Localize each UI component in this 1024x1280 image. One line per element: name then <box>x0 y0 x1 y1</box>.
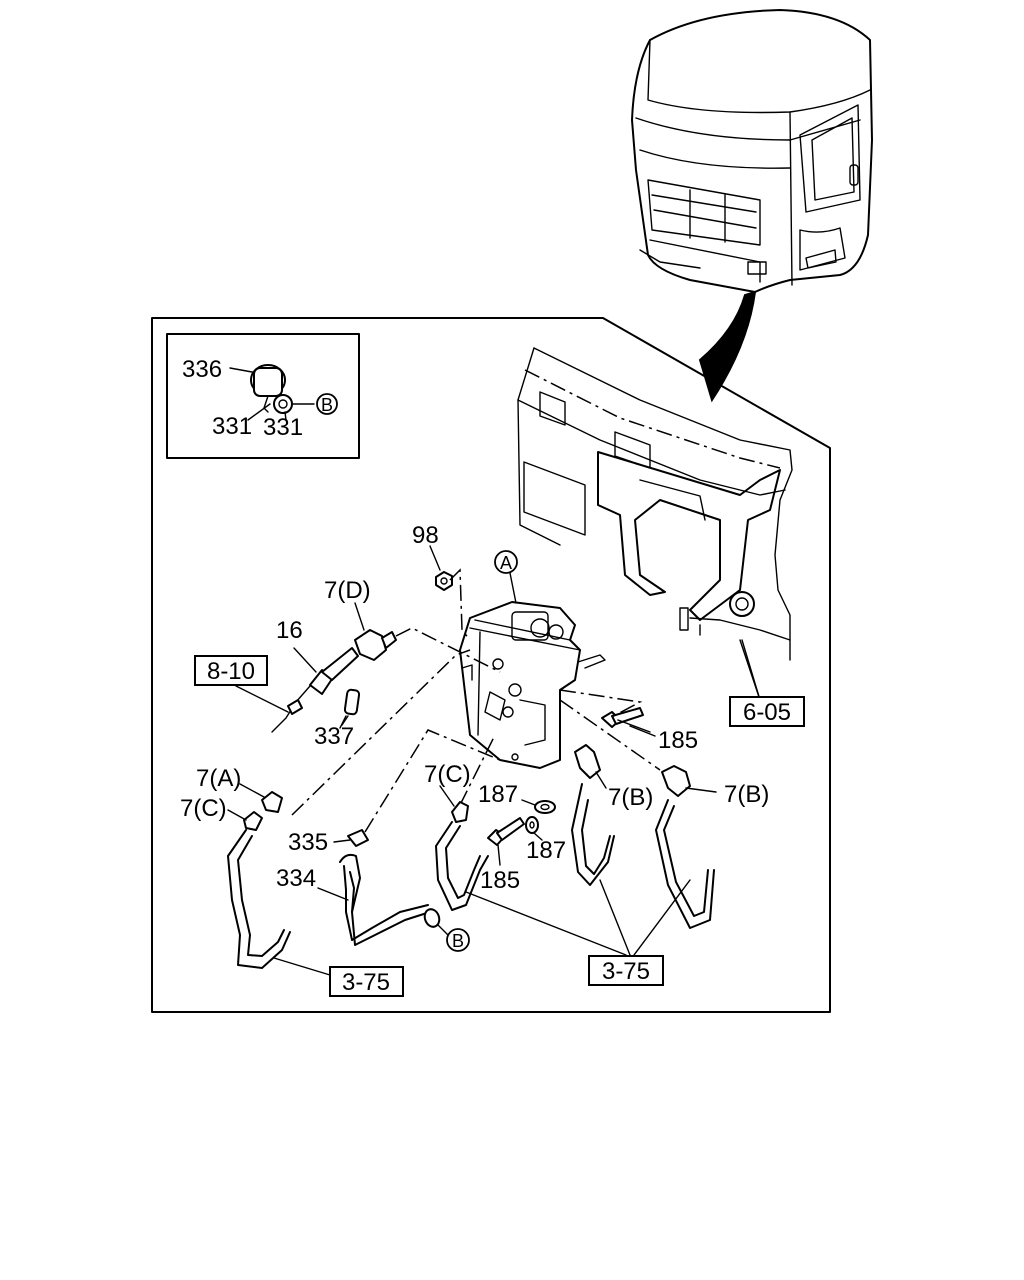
leader-6-05 <box>739 639 761 701</box>
leader-98 <box>449 568 471 641</box>
inset-box <box>166 333 360 459</box>
hose-mid-illustration <box>435 821 627 956</box>
callout-7d: 7(D) <box>324 577 371 604</box>
connector-7a-illustration <box>239 783 283 813</box>
svg-text:B: B <box>321 395 333 415</box>
main-frame <box>151 317 831 1013</box>
svg-text:A: A <box>500 553 512 573</box>
hose-7b-right-illustration <box>633 799 715 956</box>
circle-ref-a: A <box>494 550 518 604</box>
callout-7c-mid: 7(C) <box>424 761 471 788</box>
callout-337: 337 <box>314 723 354 750</box>
nut-98-illustration <box>429 545 453 591</box>
hose-7b-left-illustration <box>571 783 631 956</box>
callout-7a: 7(A) <box>196 765 241 792</box>
boxed-ref-6-05: 6-05 <box>729 696 805 727</box>
boxed-ref-8-10: 8-10 <box>194 655 268 686</box>
callout-187-b: 187 <box>526 837 566 864</box>
hose-334-illustration <box>317 853 449 946</box>
wire-8-10-illustration <box>235 685 303 733</box>
leader-7b-right <box>559 699 661 771</box>
connector-7d-illustration <box>354 602 501 673</box>
svg-text:B: B <box>452 931 464 951</box>
callout-7b-left: 7(B) <box>608 784 653 811</box>
callout-331-a: 331 <box>212 413 252 440</box>
clip-335-illustration <box>333 829 369 847</box>
boxed-ref-3-75-left: 3-75 <box>329 966 404 997</box>
bolt-185-right-illustration <box>601 707 651 733</box>
leader-335 <box>364 729 501 833</box>
connector-7c-mid-illustration <box>439 785 469 823</box>
callout-187-a: 187 <box>478 781 518 808</box>
svg-text:8-10: 8-10 <box>207 658 255 685</box>
svg-text:3-75: 3-75 <box>342 969 390 996</box>
location-arrow <box>698 290 757 403</box>
boxed-ref-3-75-right: 3-75 <box>588 955 664 986</box>
connector-7c-left-illustration <box>227 809 263 831</box>
connector-7b-right-illustration <box>661 765 717 797</box>
callout-98: 98 <box>412 522 439 549</box>
leader-185-right <box>629 725 656 737</box>
dashboard-panel-illustration <box>517 347 793 701</box>
callout-185-bottom: 185 <box>480 867 520 894</box>
bolt-185-bottom-illustration <box>487 817 525 866</box>
truck-cab-illustration <box>631 9 873 293</box>
callout-335: 335 <box>288 829 328 856</box>
leader-7a <box>291 649 471 816</box>
callout-7c-left: 7(C) <box>180 795 227 822</box>
circle-ref-b-top: B <box>316 393 338 415</box>
callout-336: 336 <box>182 356 222 383</box>
callout-185-right: 185 <box>658 727 698 754</box>
washer-187-illustration <box>521 799 556 841</box>
leader-337 <box>339 715 347 729</box>
leader-7b <box>559 689 643 719</box>
callout-334: 334 <box>276 865 316 892</box>
svg-text:6-05: 6-05 <box>743 699 791 726</box>
callout-16: 16 <box>276 617 303 644</box>
leader-7c-mid <box>459 734 496 806</box>
connector-7b-left-illustration <box>574 744 607 789</box>
bracket-assembly-illustration <box>459 601 606 769</box>
hose-left-illustration <box>227 829 331 976</box>
circle-ref-b-bottom: B <box>446 928 470 952</box>
svg-text:3-75: 3-75 <box>602 958 650 985</box>
callout-331-b: 331 <box>263 414 303 441</box>
callout-7b-right: 7(B) <box>724 781 769 808</box>
